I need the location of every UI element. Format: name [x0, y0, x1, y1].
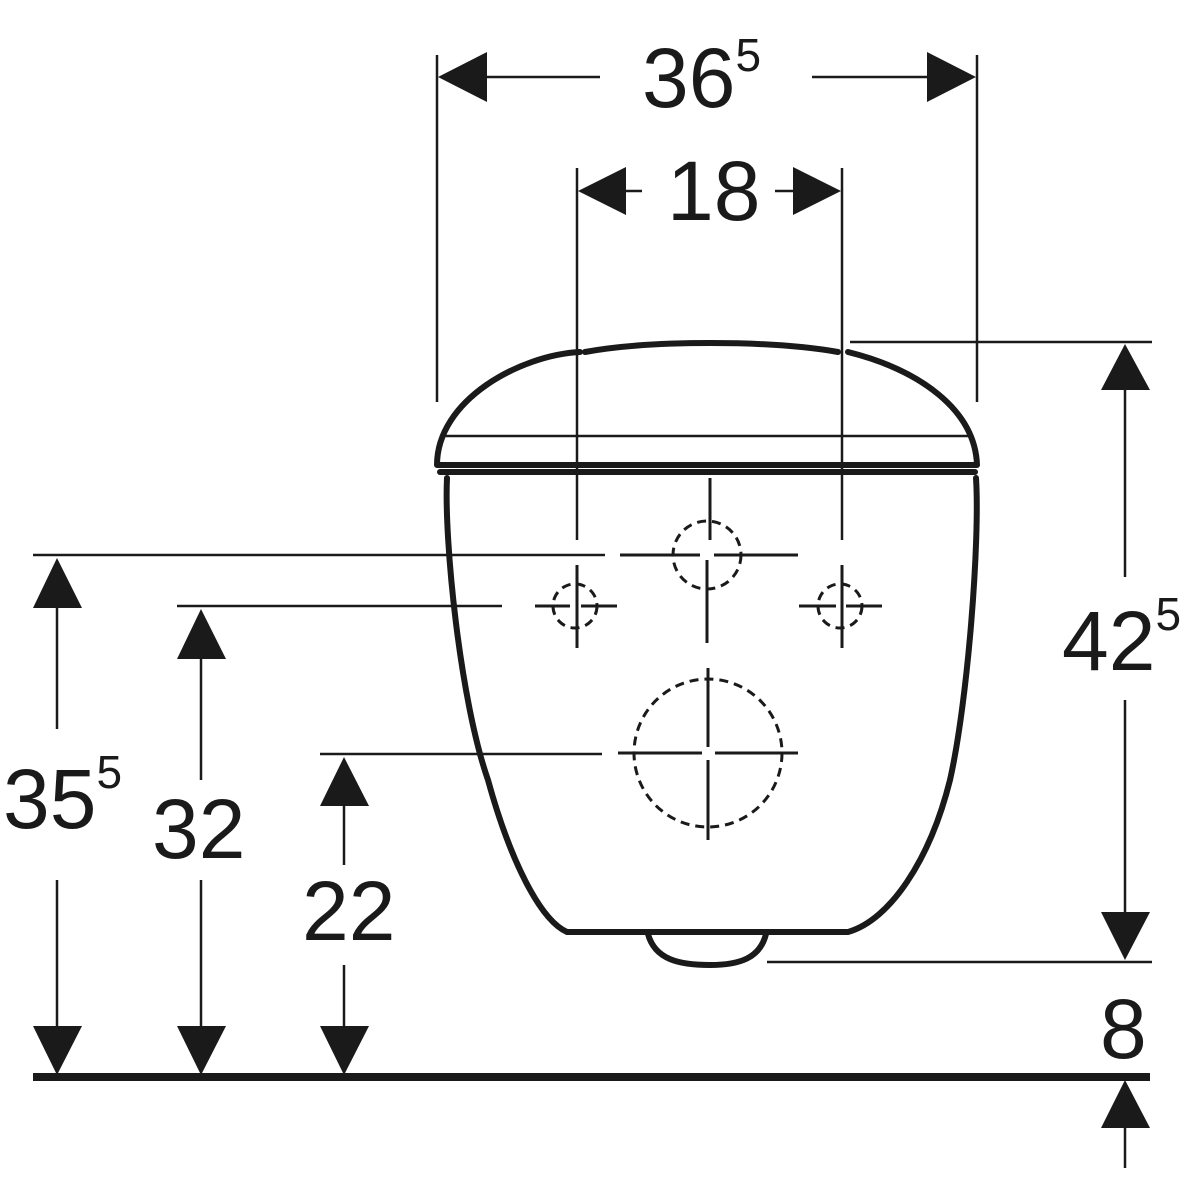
arrow-left-icon: [438, 52, 487, 102]
arrow-left-icon: [578, 167, 626, 215]
arrow-down-icon: [1101, 912, 1150, 960]
arrow-up-icon: [320, 757, 369, 806]
toilet-bowl: [443, 475, 980, 935]
left-fixing-bolt: [535, 565, 617, 648]
arrow-right-icon: [793, 167, 841, 215]
drain-spigot: [645, 931, 769, 968]
toilet-outline: [434, 340, 980, 968]
arrow-down-icon: [320, 1026, 369, 1075]
drain-outlet-height-label: 22: [302, 864, 395, 958]
water-inlet-dashed-circle: [620, 519, 798, 643]
arrow-up-icon: [177, 609, 226, 659]
drain-outlet-dashed-circle: [618, 668, 798, 840]
right-fixing-bolt: [799, 565, 882, 648]
fixing-spacing-label: 18: [667, 144, 760, 238]
overall-width-label: 365: [642, 29, 761, 125]
floor-clearance-label: 8: [1100, 982, 1147, 1076]
arrow-up-icon: [33, 558, 82, 608]
arrow-down-icon: [177, 1026, 226, 1075]
drain-outlet-height-dimension: 22: [302, 757, 395, 1075]
arrow-down-icon: [33, 1026, 82, 1075]
overall-width-dimension: 365: [435, 29, 979, 402]
arrow-up-icon: [1101, 1080, 1150, 1128]
floor-clearance-dimension: 8: [1100, 982, 1150, 1168]
water-inlet-height-label: 355: [3, 746, 122, 846]
fixing-bolt-height-dimension: 32: [152, 609, 245, 1075]
total-height-dimension: 425: [1062, 344, 1181, 960]
arrow-up-icon: [1101, 344, 1150, 390]
total-height-label: 425: [1062, 588, 1181, 688]
toilet-lid: [434, 340, 980, 468]
water-inlet-height-dimension: 355: [3, 558, 122, 1075]
arrow-right-icon: [927, 52, 976, 102]
fixing-bolt-height-label: 32: [152, 782, 245, 876]
